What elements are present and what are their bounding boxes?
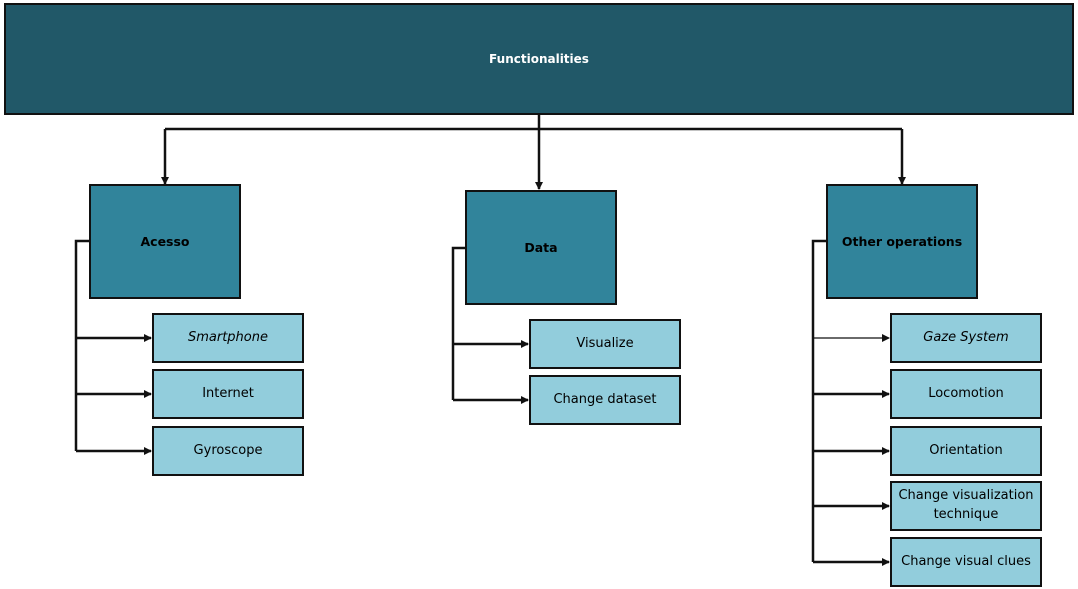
item-node-visualize: Visualize [529,319,681,369]
group-node-label: Acesso [140,234,190,249]
item-node-label: Gyroscope [193,442,263,458]
group-node-acesso: Acesso [89,184,241,299]
item-node-label: Orientation [929,442,1003,458]
group-node-label: Other operations [841,234,963,249]
root-node-functionalities: Functionalities [4,3,1074,115]
root-node-label: Functionalities [489,52,589,66]
item-node-internet: Internet [152,369,304,419]
item-node-label: Change visualization technique [898,488,1034,522]
item-node-label: Change visual clues [901,553,1031,569]
group-node-data: Data [465,190,617,305]
item-node-gaze-system: Gaze System [890,313,1042,363]
group-node-label: Data [524,240,558,255]
item-node-label: Smartphone [187,329,268,345]
acesso-stem [74,239,90,451]
group-node-other-operations: Other operations [826,184,978,299]
item-node-change-visual-clues: Change visual clues [890,537,1042,587]
item-node-label: Locomotion [928,385,1004,401]
item-node-smartphone: Smartphone [152,313,304,363]
other-operations-stem [811,239,827,562]
item-node-label: Gaze System [923,329,1009,345]
item-node-orientation: Orientation [890,426,1042,476]
data-stem [451,246,466,400]
item-node-change-dataset: Change dataset [529,375,681,425]
item-node-gyroscope: Gyroscope [152,426,304,476]
item-node-label: Internet [202,385,254,401]
item-node-locomotion: Locomotion [890,369,1042,419]
item-node-label: Change dataset [553,391,657,407]
item-node-change-visualization-technique: Change visualization technique [890,481,1042,531]
item-node-label: Visualize [576,335,634,351]
